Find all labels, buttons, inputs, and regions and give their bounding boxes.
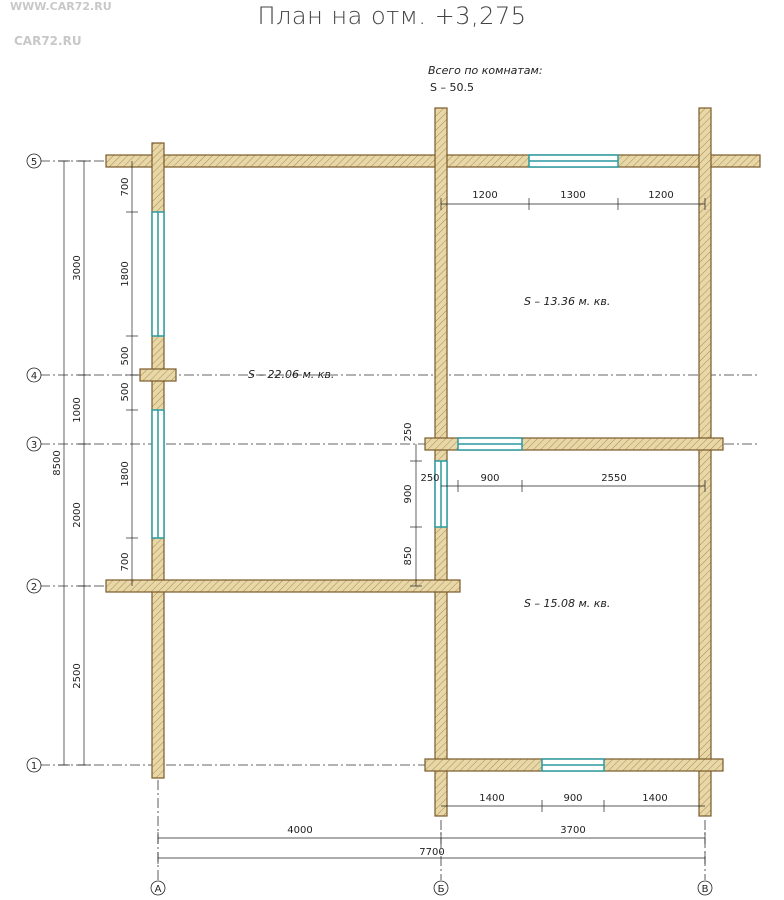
room-label-bottom-right: S – 15.08 м. кв. bbox=[524, 597, 610, 610]
dim-mid-horizontal-2: 900 bbox=[480, 473, 499, 484]
dim-top-right-2: 1300 bbox=[560, 190, 585, 201]
watermark-logo: CAR72.RU bbox=[14, 34, 82, 48]
dim-left-outer-3: 2000 bbox=[72, 502, 83, 527]
windows bbox=[151, 154, 619, 772]
axis-marker-col-v bbox=[697, 880, 713, 896]
dim-mid-horizontal-3: 2550 bbox=[601, 473, 626, 484]
axis-label-row-3: 3 bbox=[31, 440, 37, 451]
dim-mid-vertical-2: 900 bbox=[403, 484, 414, 503]
page-title: План на отм. +3,275 bbox=[257, 2, 527, 30]
dim-bottom-span-1: 4000 bbox=[287, 825, 312, 836]
wall-row-4-stub bbox=[139, 368, 177, 382]
dim-bottom-span-2: 3700 bbox=[560, 825, 585, 836]
dim-left-inner-5: 1800 bbox=[120, 461, 131, 486]
summary-label: Всего по комнатам: bbox=[428, 64, 543, 77]
dim-bottom-total: 7700 bbox=[419, 847, 444, 858]
dim-left-inner-3: 500 bbox=[120, 346, 131, 365]
axis-marker-row-1 bbox=[26, 757, 42, 773]
axis-lines bbox=[40, 160, 760, 880]
axis-marker-row-4 bbox=[26, 367, 42, 383]
wall-row-2 bbox=[105, 579, 461, 593]
room-label-left: S – 22.06 м. кв. bbox=[248, 368, 334, 381]
axis-label-col-b: Б bbox=[438, 884, 445, 895]
dim-bottom-right-1: 1400 bbox=[479, 793, 504, 804]
dim-mid-vertical-3: 850 bbox=[403, 546, 414, 565]
dim-left-total: 8500 bbox=[52, 450, 63, 475]
axis-label-col-a: А bbox=[155, 884, 162, 895]
axis-marker-row-5 bbox=[26, 153, 42, 169]
axis-label-row-2: 2 bbox=[31, 582, 37, 593]
dim-left-inner-6: 700 bbox=[120, 552, 131, 571]
dim-bottom-right-3: 1400 bbox=[642, 793, 667, 804]
dim-mid-horizontal-1: 250 bbox=[420, 473, 439, 484]
axis-marker-col-a bbox=[150, 880, 166, 896]
dim-mid-vertical-1: 250 bbox=[403, 422, 414, 441]
axis-marker-col-b bbox=[433, 880, 449, 896]
dim-left-inner-4: 500 bbox=[120, 382, 131, 401]
dim-left-outer-4: 2500 bbox=[72, 663, 83, 688]
axis-marker-row-3 bbox=[26, 436, 42, 452]
axis-label-row-1: 1 bbox=[31, 761, 37, 772]
dim-left-inner-2: 1800 bbox=[120, 261, 131, 286]
room-label-top-right: S – 13.36 м. кв. bbox=[524, 295, 610, 308]
axis-markers bbox=[26, 153, 713, 896]
wall-top bbox=[105, 154, 761, 168]
dim-left-outer-1: 3000 bbox=[72, 255, 83, 280]
dim-bottom-right-2: 900 bbox=[563, 793, 582, 804]
watermark-top: WWW.CAR72.RU bbox=[10, 0, 112, 13]
dim-left-inner-1: 700 bbox=[120, 177, 131, 196]
axis-label-row-4: 4 bbox=[31, 371, 37, 382]
dimension-lines bbox=[58, 160, 706, 864]
walls bbox=[105, 107, 761, 817]
dim-left-outer-2: 1000 bbox=[72, 397, 83, 422]
axis-label-row-5: 5 bbox=[31, 157, 37, 168]
axis-label-col-v: В bbox=[702, 884, 709, 895]
summary-value: S – 50.5 bbox=[430, 81, 474, 94]
dim-top-right-3: 1200 bbox=[648, 190, 673, 201]
wall-axis-v bbox=[698, 107, 712, 817]
dim-top-right-1: 1200 bbox=[472, 190, 497, 201]
axis-marker-row-2 bbox=[26, 578, 42, 594]
